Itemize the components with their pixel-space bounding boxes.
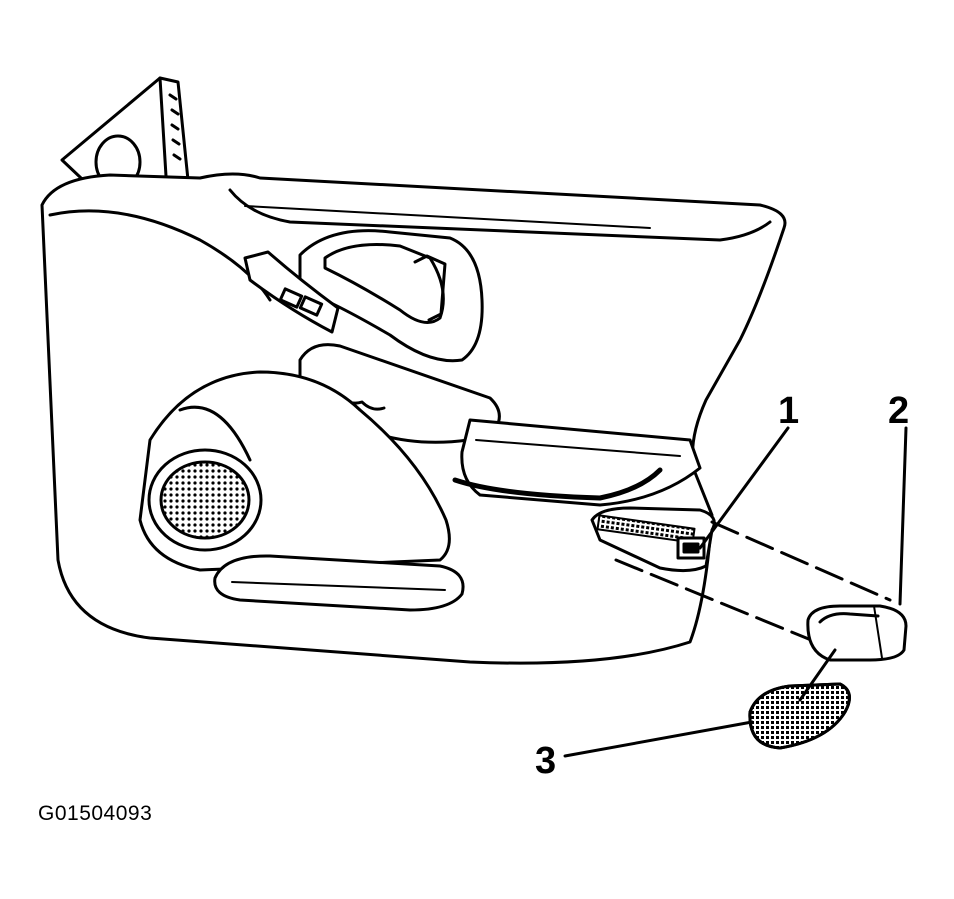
window-switch-bezel xyxy=(243,250,340,334)
leader-lines xyxy=(563,426,908,758)
callout-1: 1 xyxy=(778,390,800,432)
callout-2: 2 xyxy=(888,390,910,432)
assembly-guide-lines xyxy=(614,520,892,644)
pull-handle-recess xyxy=(590,506,716,573)
cover-insert-part-3 xyxy=(748,682,851,750)
speaker-pod xyxy=(138,370,451,572)
callout-3: 3 xyxy=(535,740,557,782)
handle-bezel-part-2 xyxy=(806,604,908,662)
figure-code: G01504093 xyxy=(38,802,153,825)
pull-cup xyxy=(298,229,484,363)
map-pocket xyxy=(213,554,465,612)
